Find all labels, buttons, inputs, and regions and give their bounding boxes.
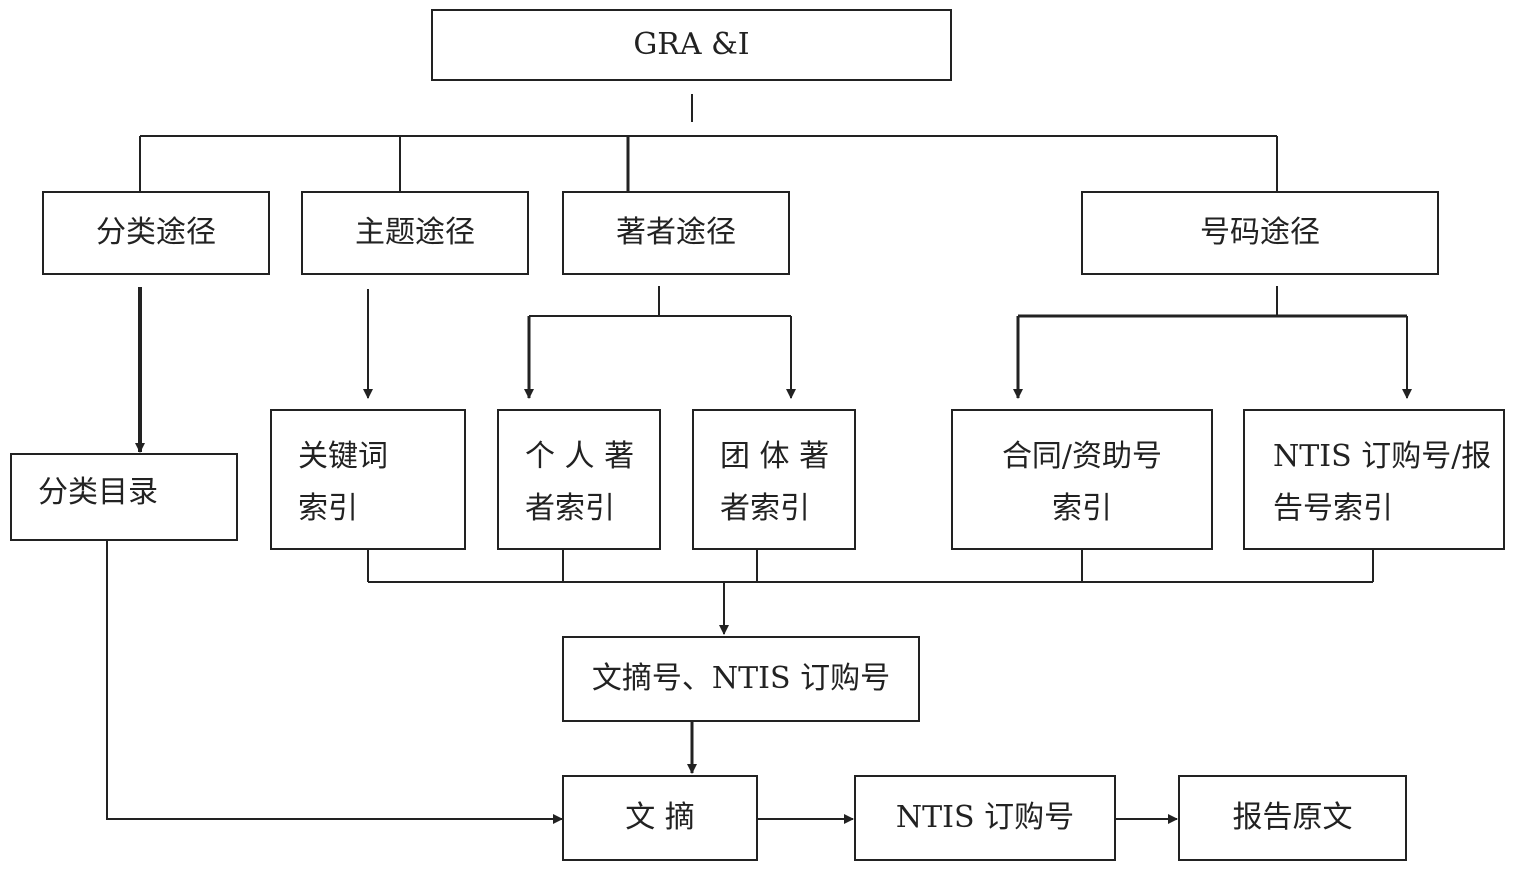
classified-catalog-label: 分类目录	[38, 475, 158, 510]
report-original-node: 报告原文	[1178, 775, 1407, 861]
contract-grant-index-node: 合同/资助号 索引	[951, 409, 1213, 550]
subject-path-label: 主题途径	[355, 215, 475, 250]
abstract-number-label: 文摘号、NTIS 订购号	[591, 661, 891, 696]
corporate-author-index-node: 团 体 著 者索引	[692, 409, 856, 550]
classification-path-node: 分类途径	[42, 191, 270, 275]
personal-author-index-line-1: 个 人 著	[525, 439, 635, 474]
abstract-label: 文 摘	[625, 800, 695, 835]
abstract-number-node: 文摘号、NTIS 订购号	[562, 636, 920, 722]
ntis-order-report-index-node: NTIS 订购号/报 告号索引	[1243, 409, 1505, 550]
personal-author-index-node: 个 人 著 者索引	[497, 409, 661, 550]
personal-author-index-line-2: 者索引	[525, 491, 615, 526]
author-path-label: 著者途径	[616, 215, 736, 250]
number-path-label: 号码途径	[1200, 215, 1320, 250]
ntis-order-report-index-line-2: 告号索引	[1273, 491, 1393, 526]
keyword-index-node: 关键词 索引	[270, 409, 466, 550]
root-label: GRA &I	[633, 27, 750, 62]
contract-grant-index-line-2: 索引	[1052, 491, 1112, 526]
ntis-order-number-label: NTIS 订购号	[895, 800, 1075, 835]
ntis-order-number-node: NTIS 订购号	[854, 775, 1116, 861]
corporate-author-index-line-2: 者索引	[720, 491, 810, 526]
corporate-author-index-line-1: 团 体 著	[720, 439, 830, 474]
keyword-index-line-2: 索引	[298, 491, 358, 526]
classified-catalog-node: 分类目录	[10, 453, 238, 541]
contract-grant-index-line-1: 合同/资助号	[1001, 439, 1163, 474]
root-node: GRA &I	[431, 9, 952, 81]
author-path-node: 著者途径	[562, 191, 790, 275]
abstract-node: 文 摘	[562, 775, 758, 861]
classification-path-label: 分类途径	[96, 215, 216, 250]
number-path-node: 号码途径	[1081, 191, 1439, 275]
arrow-catalog-to-abstract	[106, 540, 563, 824]
report-original-label: 报告原文	[1232, 800, 1353, 835]
ntis-order-report-index-line-1: NTIS 订购号/报	[1273, 439, 1492, 474]
subject-path-node: 主题途径	[301, 191, 529, 275]
keyword-index-line-1: 关键词	[298, 439, 388, 474]
